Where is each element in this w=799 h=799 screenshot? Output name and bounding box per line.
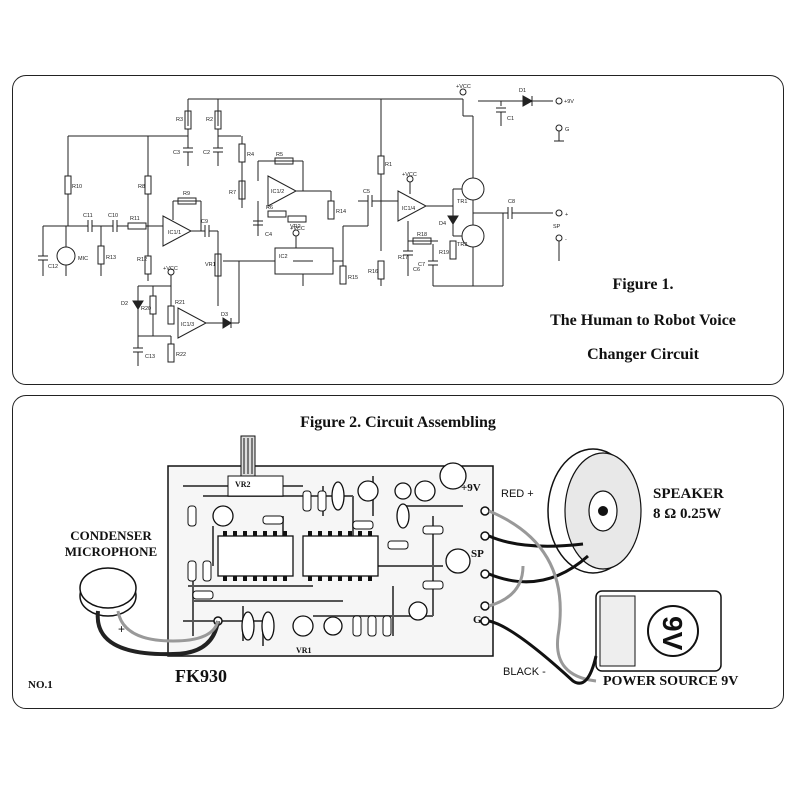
- label-r22: R22: [176, 352, 186, 358]
- figure-1-panel: +VCC D1 +9V C1 G R3 R2 C3 C2 R4 R7 R10 R…: [12, 75, 784, 385]
- label-r12: R12: [137, 257, 147, 263]
- figure-1-caption-1: Figure 1.: [612, 276, 674, 293]
- label-sp-plus: +: [565, 212, 568, 218]
- label-r9: R9: [183, 191, 190, 197]
- label-r7: R7: [229, 190, 236, 196]
- label-d4: D4: [439, 221, 446, 227]
- label-ic1-op3: IC1/3: [181, 322, 194, 328]
- label-c2: C2: [203, 150, 210, 156]
- label-mic: MIC: [78, 256, 88, 262]
- label-c8: C8: [508, 199, 515, 205]
- label-g: G: [565, 127, 569, 133]
- label-sp-minus: -: [565, 237, 567, 243]
- label-tr2: TR2: [457, 242, 467, 248]
- label-r10: R10: [72, 184, 82, 190]
- battery-9v-text: 9V: [657, 616, 688, 651]
- red-wire-label: RED +: [501, 488, 534, 500]
- label-tr1: TR1: [457, 199, 467, 205]
- label-r16: R16: [368, 269, 378, 275]
- label-r18: R18: [417, 232, 427, 238]
- speaker-label-2: 8 Ω 0.25W: [653, 506, 722, 522]
- label-r3: R3: [176, 117, 183, 123]
- label-vr1: VR1: [205, 262, 216, 268]
- label-d2: D2: [121, 301, 128, 307]
- schematic-diagram: +VCC D1 +9V C1 G R3 R2 C3 C2 R4 R7 R10 R…: [38, 84, 574, 366]
- label-c4: C4: [265, 232, 272, 238]
- pad-9v-label: +9V: [461, 482, 481, 494]
- label-r17: R17: [398, 255, 408, 261]
- figure-2-panel: Figure 2. Circuit Assembling: [12, 395, 784, 709]
- battery-icon: [595, 590, 722, 672]
- label-r15: R15: [348, 275, 358, 281]
- power-label: POWER SOURCE 9V: [603, 674, 739, 689]
- pad-sp-label: SP: [471, 548, 484, 560]
- label-c6: C6: [413, 267, 420, 273]
- mic-label-1: CONDENSER: [70, 528, 152, 543]
- label-d3: D3: [221, 312, 228, 318]
- model-label: FK930: [175, 666, 227, 686]
- label-c3: C3: [173, 150, 180, 156]
- speaker-label-1: SPEAKER: [653, 486, 724, 502]
- label-c9: C9: [201, 219, 208, 225]
- label-r2: R2: [206, 117, 213, 123]
- speaker-icon: [547, 448, 642, 574]
- label-d1: D1: [519, 88, 526, 94]
- label-r13: R13: [106, 255, 116, 261]
- label-sp: SP: [553, 224, 561, 230]
- label-ic1-op2: IC1/2: [271, 189, 284, 195]
- label-vcc-3: +VCC: [290, 226, 305, 232]
- label-r8: R8: [138, 184, 145, 190]
- label-c11: C11: [83, 213, 93, 219]
- label-c1: C1: [507, 116, 514, 122]
- label-ic1-op4: IC1/4: [402, 206, 415, 212]
- label-r5: R5: [276, 152, 283, 158]
- label-vr2: VR2: [290, 224, 301, 230]
- microphone-icon: [79, 567, 220, 657]
- label-r6: R6: [266, 205, 273, 211]
- label-r21: R21: [175, 300, 185, 306]
- vr1-label: VR1: [296, 646, 312, 655]
- label-c12: C12: [48, 264, 58, 270]
- label-c5: C5: [363, 189, 370, 195]
- mic-plus-label: +: [118, 622, 125, 636]
- pcb-board: [167, 435, 494, 657]
- label-r11: R11: [130, 216, 140, 222]
- label-ic1-op1: IC1/1: [168, 230, 181, 236]
- assembly-illustration: + 9V: [79, 435, 722, 685]
- label-r20: R20: [141, 306, 151, 312]
- label-r19: R19: [439, 250, 449, 256]
- mic-label-2: MICROPHONE: [64, 544, 158, 559]
- label-vcc: +VCC: [456, 84, 471, 90]
- pad-g-label: G: [473, 614, 482, 626]
- label-plus9v: +9V: [564, 99, 574, 105]
- label-r1: R1: [385, 162, 392, 168]
- board-number-label: NO.1: [28, 679, 53, 691]
- label-ic2: IC2: [279, 254, 288, 260]
- label-vcc-4: +VCC: [402, 172, 417, 178]
- figure-1-caption-2: The Human to Robot Voice: [550, 312, 736, 329]
- vr2-label: VR2: [235, 480, 251, 489]
- label-c10: C10: [108, 213, 118, 219]
- label-c7: C7: [418, 262, 425, 268]
- figure-2-title: Figure 2. Circuit Assembling: [300, 414, 496, 431]
- label-r14: R14: [336, 209, 346, 215]
- figure-1-caption-3: Changer Circuit: [587, 346, 699, 363]
- label-c13: C13: [145, 354, 155, 360]
- black-wire-label: BLACK -: [503, 666, 546, 678]
- label-vcc-2: +VCC: [163, 266, 178, 272]
- label-r4: R4: [247, 152, 254, 158]
